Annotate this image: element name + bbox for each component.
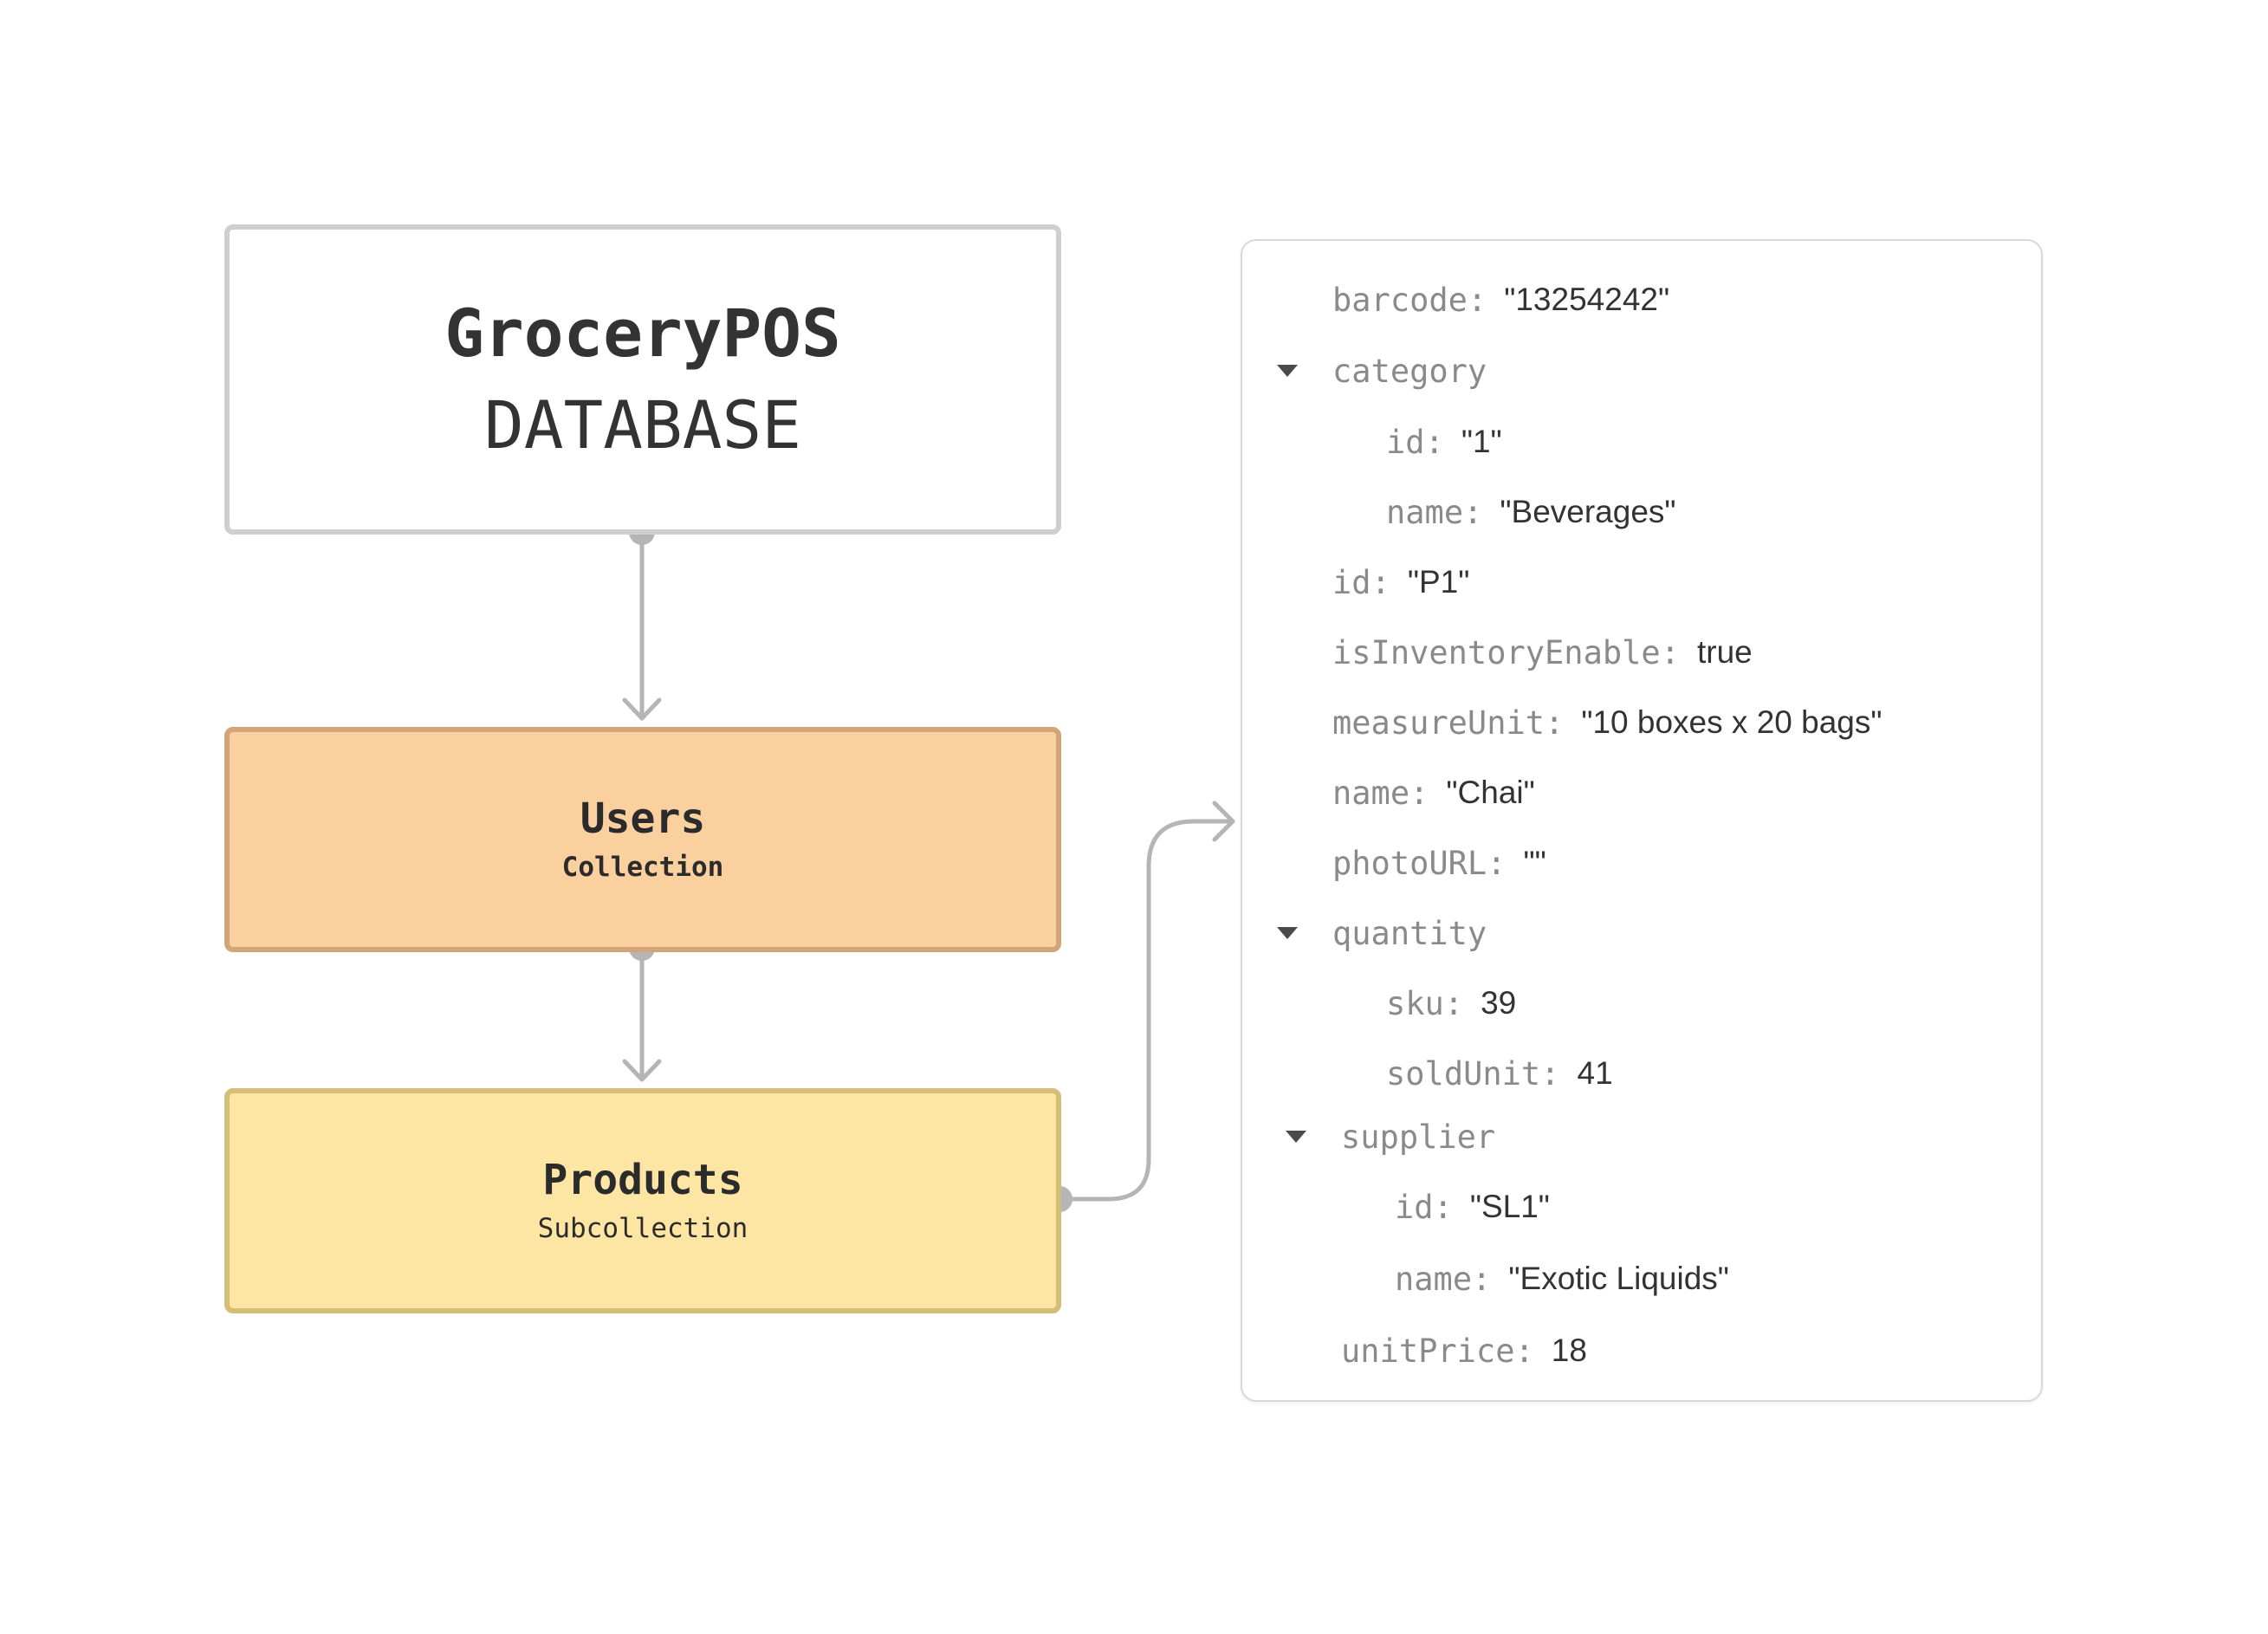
- field-category[interactable]: category: [1332, 345, 1487, 397]
- field-quantity-sku: sku:39: [1386, 977, 1516, 1029]
- field-key: photoURL: [1332, 844, 1487, 882]
- field-separator: :: [1467, 281, 1487, 319]
- field-separator: :: [1371, 563, 1390, 601]
- field-supplier-id: id: "SL1": [1395, 1181, 1550, 1233]
- field-is-inventory-enable: isInventoryEnable: true: [1332, 626, 1753, 678]
- field-value: true: [1696, 634, 1753, 670]
- field-key: barcode: [1332, 281, 1468, 319]
- field-key: name: [1395, 1260, 1473, 1298]
- field-separator: :: [1409, 774, 1429, 812]
- users-collection-node: Users Collection: [224, 727, 1061, 952]
- field-key: quantity: [1332, 914, 1487, 952]
- database-subtitle: DATABASE: [483, 386, 802, 464]
- field-value: 39: [1481, 985, 1517, 1021]
- field-quantity[interactable]: quantity: [1332, 907, 1487, 959]
- products-to-document-arrowhead: [1212, 801, 1235, 842]
- field-key: name: [1332, 774, 1410, 812]
- field-separator: :: [1487, 844, 1507, 882]
- users-collection-subtitle: Collection: [561, 851, 724, 883]
- product-document-panel: barcode: "13254242" category id: "1" name:…: [1241, 239, 2043, 1402]
- field-photo-url: photoURL: "": [1332, 837, 1546, 889]
- field-category-name: name: "Beverages": [1386, 486, 1676, 538]
- field-separator: :: [1424, 423, 1444, 461]
- caret-down-icon[interactable]: [1286, 1131, 1306, 1143]
- products-subcollection-node: Products Subcollection: [224, 1088, 1061, 1313]
- field-key: soldUnit: [1386, 1054, 1541, 1093]
- products-subcollection-title: Products: [542, 1156, 743, 1205]
- field-quantity-sold-unit: soldUnit:41: [1386, 1047, 1613, 1099]
- users-to-products-arrowhead: [622, 1059, 662, 1082]
- field-key: category: [1332, 352, 1487, 390]
- field-key: supplier: [1341, 1118, 1496, 1156]
- database-node: GroceryPOS DATABASE: [224, 224, 1061, 535]
- field-key: name: [1386, 493, 1464, 531]
- field-value: "10 boxes x 20 bags": [1581, 704, 1882, 740]
- field-value: "13254242": [1504, 282, 1670, 317]
- field-value: "": [1523, 845, 1546, 880]
- database-title: GroceryPOS: [444, 295, 841, 373]
- field-key: sku: [1386, 984, 1444, 1022]
- field-unit-price: unitPrice:18: [1341, 1325, 1587, 1377]
- field-measure-unit: measureUnit: "10 boxes x 20 bags": [1332, 697, 1882, 749]
- field-separator: :: [1463, 493, 1483, 531]
- field-separator: :: [1660, 633, 1680, 671]
- caret-down-icon[interactable]: [1277, 365, 1298, 377]
- field-supplier-name: name: "Exotic Liquids": [1395, 1253, 1729, 1305]
- users-collection-title: Users: [580, 794, 706, 844]
- field-supplier[interactable]: supplier: [1341, 1111, 1495, 1163]
- field-category-id: id: "1": [1386, 416, 1502, 468]
- field-separator: :: [1540, 1054, 1560, 1093]
- field-value: "Beverages": [1500, 494, 1676, 529]
- caret-down-icon[interactable]: [1277, 927, 1298, 939]
- field-separator: :: [1545, 704, 1565, 742]
- field-name: name: "Chai": [1332, 767, 1535, 819]
- products-subcollection-subtitle: Subcollection: [537, 1212, 748, 1244]
- field-value: "1": [1461, 424, 1502, 459]
- products-to-document-line: [1057, 819, 1234, 1202]
- field-value: "P1": [1407, 564, 1470, 600]
- field-barcode: barcode: "13254242": [1332, 274, 1669, 326]
- field-value: 18: [1551, 1332, 1587, 1368]
- field-separator: :: [1433, 1188, 1453, 1226]
- field-key: id: [1332, 563, 1371, 601]
- field-key: id: [1395, 1188, 1434, 1226]
- field-separator: :: [1443, 984, 1464, 1022]
- field-value: 41: [1577, 1055, 1613, 1091]
- field-key: unitPrice: [1341, 1332, 1515, 1370]
- db-to-users-arrowhead: [622, 697, 662, 721]
- field-value: "SL1": [1469, 1189, 1550, 1224]
- field-separator: :: [1472, 1260, 1492, 1298]
- field-key: id: [1386, 423, 1425, 461]
- field-key: isInventoryEnable: [1332, 633, 1661, 671]
- field-value: "Exotic Liquids": [1508, 1261, 1729, 1296]
- field-separator: :: [1514, 1332, 1534, 1370]
- field-key: measureUnit: [1332, 704, 1545, 742]
- field-value: "Chai": [1446, 775, 1535, 810]
- field-id: id: "P1": [1332, 556, 1469, 608]
